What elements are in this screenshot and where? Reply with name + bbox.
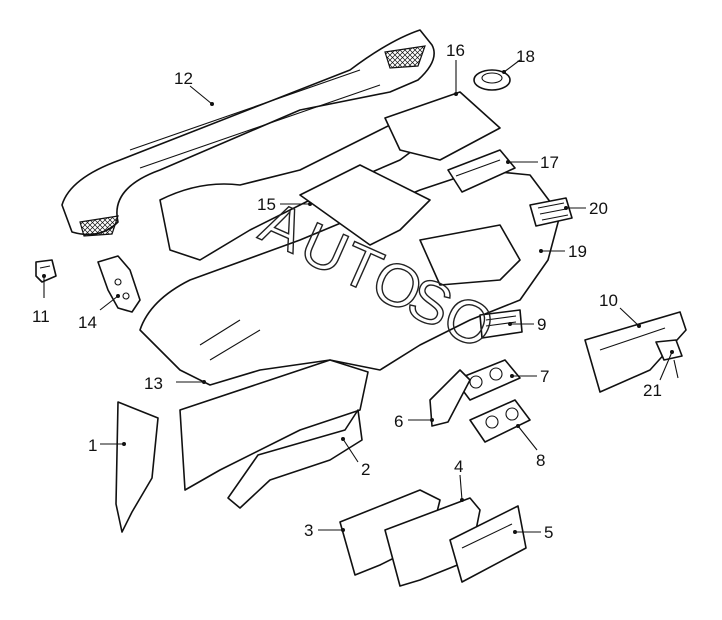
callout-15: 15 (257, 195, 276, 214)
callout-14: 14 (78, 313, 97, 332)
callout-4: 4 (454, 457, 463, 476)
part-21-lock (655, 339, 683, 379)
callout-16: 16 (446, 41, 465, 60)
part-14-bracket (97, 255, 141, 313)
callout-7: 7 (540, 367, 549, 386)
part-12-dashboard-top-cover (61, 29, 435, 237)
callout-8: 8 (536, 451, 545, 470)
part-1-side-panel (115, 401, 159, 533)
part-7-control-unit (454, 359, 521, 401)
callout-5: 5 (544, 523, 553, 542)
callout-3: 3 (304, 521, 313, 540)
part-6-console (429, 369, 471, 427)
callout-2: 2 (361, 460, 370, 479)
part-16-top-panel (384, 91, 501, 161)
part-2-lower-panel (227, 409, 363, 509)
callout-18: 18 (516, 47, 535, 66)
part-5-trim-panel (449, 505, 527, 583)
part-11-clip (35, 259, 57, 283)
callout-12: 12 (174, 69, 193, 88)
callout-10: 10 (599, 291, 618, 310)
part-9-vent (479, 309, 523, 339)
callout-6: 6 (394, 412, 403, 431)
callout-21: 21 (643, 381, 662, 400)
part-17-module (447, 149, 516, 193)
part-lower-trim (179, 359, 369, 491)
part-18-round-cap (473, 69, 511, 91)
part-8-control-unit (469, 399, 531, 443)
callout-11: 11 (32, 307, 50, 326)
callout-13: 13 (144, 374, 163, 393)
callout-17: 17 (540, 153, 559, 172)
part-20-vent (529, 197, 573, 227)
callout-labels: 1 2 3 4 5 6 7 8 9 10 11 12 13 14 15 16 1… (32, 41, 662, 542)
callout-20: 20 (589, 199, 608, 218)
callout-1: 1 (88, 436, 97, 455)
callout-9: 9 (537, 315, 546, 334)
leader-lines (42, 59, 674, 534)
callout-19: 19 (568, 242, 587, 261)
part-13-dashboard-frame (139, 109, 561, 386)
